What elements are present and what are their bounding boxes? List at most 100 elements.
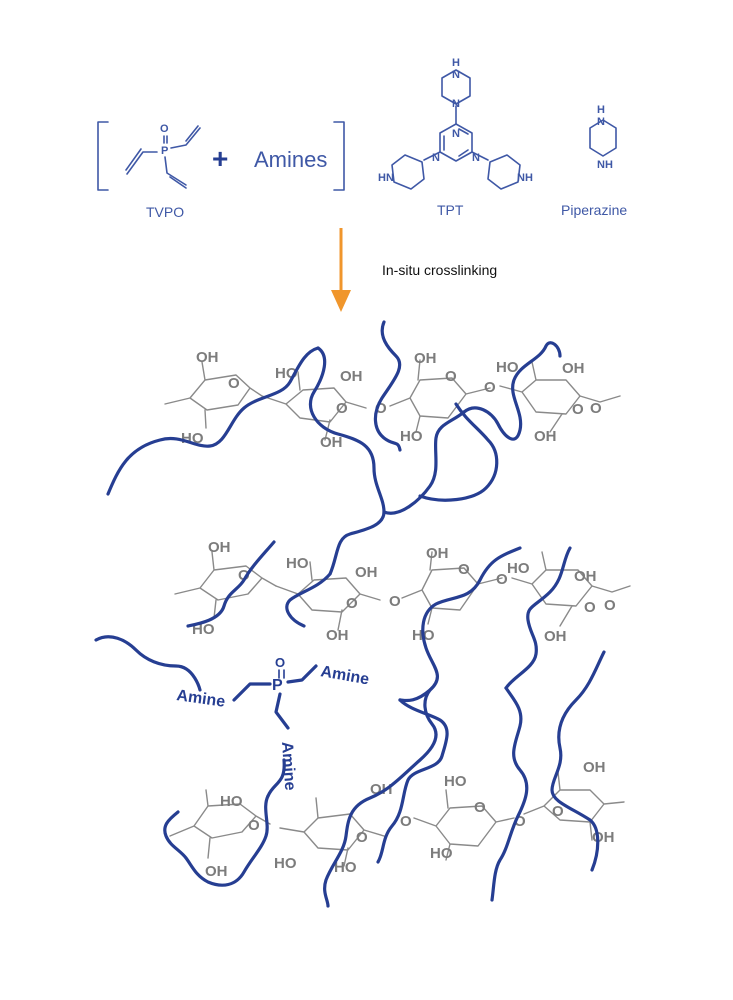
left-bracket <box>97 121 109 191</box>
amine-label-right: Amine <box>319 663 370 688</box>
o-5: O <box>238 567 250 584</box>
junction-arm-right <box>286 664 318 684</box>
arrow-head <box>331 290 351 312</box>
piperazine-ring <box>589 119 617 157</box>
o-link-3: O <box>389 593 401 610</box>
strand-12 <box>550 650 606 872</box>
tvpo-oxygen-atom: O <box>160 123 169 135</box>
o-9: O <box>248 817 260 834</box>
tvpo-label: TVPO <box>146 204 184 220</box>
piperazine-bottom-nh: NH <box>597 159 613 171</box>
strand-2 <box>308 346 386 576</box>
oh-3: OH <box>320 434 343 451</box>
ho-11: HO <box>334 859 357 876</box>
strand-4 <box>462 341 562 441</box>
strand-6 <box>186 540 332 628</box>
glucose-unit-5 <box>174 551 277 619</box>
strand-5 <box>418 402 499 502</box>
tpt-top-nh: N <box>452 69 460 81</box>
o-2: O <box>336 400 348 417</box>
ho-8: HO <box>507 560 530 577</box>
oh-5: OH <box>562 360 585 377</box>
o-6: O <box>346 595 358 612</box>
tpt-right-link <box>471 151 489 161</box>
tpt-left-link <box>423 151 441 161</box>
oh-10: OH <box>426 545 449 562</box>
junction-po-double-bond <box>278 669 285 679</box>
triazine-n1: N <box>452 128 460 140</box>
oh-2: OH <box>340 368 363 385</box>
ho-3: HO <box>400 428 423 445</box>
piperazine-structure: H N NH <box>589 104 617 171</box>
glucose-unit-10 <box>279 797 385 867</box>
o-8: O <box>584 599 596 616</box>
tpt-label: TPT <box>437 202 464 218</box>
tpt-left-piperazine <box>391 154 425 190</box>
strand-8 <box>504 546 572 690</box>
ho-9: HO <box>220 793 243 810</box>
ho-12: HO <box>444 773 467 790</box>
tvpo-junction: O P <box>232 655 318 730</box>
junction-oxygen-atom: O <box>275 655 285 670</box>
triazine-n2: N <box>432 152 440 164</box>
junction-phosphorus-atom: P <box>272 677 283 694</box>
o-4: O <box>572 401 584 418</box>
tpt-top-n: N <box>452 98 460 110</box>
tpt-top-piperazine <box>441 69 471 105</box>
tpt-top-h: H <box>452 57 460 69</box>
amines-label: Amines <box>254 147 327 172</box>
strand-15 <box>266 758 286 798</box>
strand-1 <box>106 346 320 496</box>
glucose-unit-12 <box>523 771 625 841</box>
cellulose-chain-bottom: HO O OH HO OH O HO O HO O HO O OH O OH <box>169 759 625 880</box>
oh-4: OH <box>414 350 437 367</box>
oh-7: OH <box>208 539 231 556</box>
process-step-label: In-situ crosslinking <box>382 262 497 278</box>
glucose-unit-3 <box>389 359 491 433</box>
tpt-structure: N N N N H N HN NH <box>378 57 533 190</box>
ho-4: HO <box>496 359 519 376</box>
strand-11 <box>490 686 529 902</box>
crosslink-network <box>94 320 606 908</box>
oh-6: OH <box>534 428 557 445</box>
amine-label-bottom: Amine <box>278 741 298 791</box>
junction-arm-bottom <box>274 692 290 730</box>
glucose-unit-7 <box>401 551 503 625</box>
o-end-1: O <box>590 400 602 417</box>
tpt-left-hn: HN <box>378 172 394 184</box>
oh-1: OH <box>196 349 219 366</box>
o-link-2: O <box>484 379 496 396</box>
right-bracket <box>333 121 345 191</box>
triazine-double-bonds <box>443 128 469 157</box>
piperazine-top-h: H <box>597 104 605 116</box>
strand-9 <box>94 635 202 692</box>
o-7: O <box>458 561 470 578</box>
cellulose-chain-top: OH HO O HO OH O OH O OH O HO O HO OH O O… <box>164 349 621 451</box>
o-link-4: O <box>496 571 508 588</box>
strand-3 <box>373 320 466 515</box>
reactant-brackets <box>97 121 345 191</box>
oh-9: OH <box>326 627 349 644</box>
glucose-unit-1 <box>164 361 263 429</box>
oh-8: OH <box>355 564 378 581</box>
process-arrow <box>331 228 351 312</box>
glucose-unit-6 <box>275 561 381 631</box>
o-10: O <box>356 829 368 846</box>
tvpo-vinyl-right <box>170 125 201 149</box>
o-3: O <box>445 368 457 385</box>
tpt-right-piperazine <box>487 154 521 190</box>
ho-13: HO <box>430 845 453 862</box>
ho-6: HO <box>286 555 309 572</box>
plus-sign: + <box>212 143 228 174</box>
strand-14 <box>163 794 270 887</box>
o-end-2: O <box>604 597 616 614</box>
piperazine-label: Piperazine <box>561 202 627 218</box>
triazine-n3: N <box>472 152 480 164</box>
oh-15: OH <box>583 759 606 776</box>
tpt-right-nh: NH <box>517 172 533 184</box>
strand-13 <box>323 688 438 908</box>
tvpo-vinyl-left <box>125 148 158 175</box>
o-link-5: O <box>400 813 412 830</box>
